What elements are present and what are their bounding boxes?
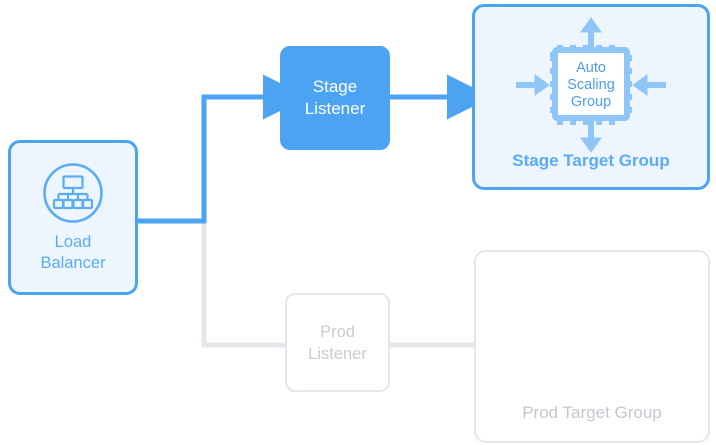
prod-listener-label-line1: Prod [320, 322, 355, 341]
prod-listener-label-line2: Listener [308, 344, 367, 363]
node-load-balancer[interactable]: Load Balancer [8, 140, 138, 295]
prod-target-group-caption: Prod Target Group [522, 403, 662, 422]
connector-junction-to-prod-listener [201, 221, 285, 348]
load-balancer-label: Load Balancer [40, 232, 105, 274]
load-balancer-label-line2: Balancer [40, 253, 106, 272]
stage-target-group-caption: Stage Target Group [512, 151, 670, 170]
stage-listener-label: Stage Listener [305, 76, 365, 120]
node-prod-listener[interactable]: Prod Listener [285, 293, 390, 392]
stage-listener-label-line2: Listener [304, 99, 366, 118]
node-stage-target-group[interactable]: Auto Scaling Group Stage Target Group [472, 4, 710, 190]
connector-junction-to-stage-listener [201, 74, 308, 223]
auto-scaling-chip-icon: Auto Scaling Group [502, 15, 680, 155]
load-balancer-hierarchy-icon [42, 162, 104, 224]
stage-listener-label-line1: Stage [312, 77, 358, 96]
prod-listener-label: Prod Listener [308, 321, 367, 365]
load-balancer-label-line1: Load [54, 232, 92, 251]
node-stage-listener[interactable]: Stage Listener [280, 46, 390, 150]
node-prod-target-group[interactable]: Prod Target Group [474, 250, 710, 443]
